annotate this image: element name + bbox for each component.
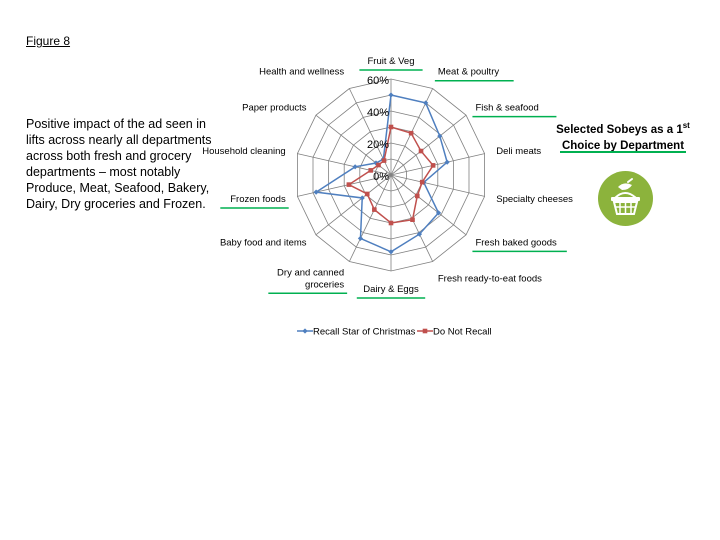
- series-1-point-5: [414, 193, 420, 199]
- category-label-0: Fruit & Veg: [368, 56, 415, 67]
- figure-label: Figure 8: [26, 34, 71, 48]
- grid-spoke-2: [390, 114, 467, 176]
- grid-spoke-4: [390, 174, 485, 197]
- category-label-3: Deli meats: [496, 146, 541, 157]
- category-label-1: Meat & poultry: [438, 67, 499, 78]
- side-title-line1: Selected Sobeys as a 1: [556, 123, 683, 136]
- series-0-point-7: [388, 249, 394, 255]
- grid-spoke-9: [315, 174, 392, 236]
- series-0-point-8: [357, 235, 364, 242]
- series-1-point-3: [430, 163, 436, 168]
- grid-spoke-10: [297, 174, 392, 197]
- series-1-point-12: [376, 162, 381, 168]
- series-1-point-11: [368, 168, 374, 173]
- legend-marker-1: [422, 328, 428, 334]
- series-0-point-0: [388, 92, 394, 98]
- series-1-point-0: [388, 124, 394, 130]
- series-0-point-11: [352, 164, 358, 170]
- series-1-point-8: [372, 207, 377, 212]
- series-0-point-5: [435, 210, 442, 216]
- category-label-5: Fresh baked goods: [475, 237, 557, 248]
- side-title-line2: Choice by Department: [561, 139, 685, 152]
- grid-spoke-5: [390, 174, 467, 236]
- series-0-point-1: [423, 100, 429, 106]
- category-label-13: Health and wellness: [259, 67, 344, 78]
- series-1-point-1: [408, 130, 414, 136]
- series-1-point-4: [419, 179, 425, 185]
- category-label-2: Fish & seafood: [475, 103, 538, 114]
- radar-legend: Recall Star of Christmas Do Not Recall: [297, 327, 492, 338]
- series-1-point-10: [346, 182, 352, 187]
- series-1-point-13: [381, 158, 387, 163]
- tick-label-2: 40%: [367, 107, 389, 119]
- basket-with-produce-icon: [598, 171, 653, 226]
- series-0-point-6: [416, 231, 423, 237]
- category-label-11: Household cleaning: [202, 146, 285, 157]
- series-1-point-2: [418, 148, 424, 154]
- legend-marker-0: [302, 328, 308, 334]
- category-label-4: Specialty cheeses: [496, 194, 573, 205]
- legend-label-0: Recall Star of Christmas: [313, 327, 416, 338]
- basket-glyph: [611, 178, 640, 215]
- radar-ticks: 0% 20% 40% 60%: [367, 75, 389, 183]
- radar-grid: [297, 78, 485, 272]
- series-1-point-6: [410, 217, 415, 222]
- description-text: Positive impact of the ad seen in lifts …: [26, 117, 212, 211]
- series-1-point-7: [388, 220, 394, 226]
- series-0-point-9: [359, 195, 365, 201]
- tick-label-0: 0%: [373, 171, 389, 183]
- category-label-10: Frozen foods: [230, 194, 286, 205]
- side-title-underline: [560, 151, 686, 153]
- side-title-sup: st: [682, 121, 690, 130]
- radar-series: [313, 92, 450, 255]
- grid-spoke-8: [348, 174, 392, 262]
- category-label-6: Fresh ready-to-eat foods: [438, 273, 542, 284]
- tick-label-3: 60%: [367, 75, 389, 87]
- series-0-point-10: [313, 189, 319, 195]
- grid-spoke-3: [390, 153, 485, 176]
- category-label-7: Dairy & Eggs: [363, 284, 419, 295]
- grid-spoke-11: [297, 153, 392, 176]
- series-1-point-9: [364, 191, 370, 197]
- category-label-12: Paper products: [242, 103, 307, 114]
- category-label-9: Baby food and items: [220, 237, 307, 248]
- series-0-point-3: [444, 159, 450, 165]
- legend-label-1: Do Not Recall: [433, 327, 492, 338]
- tick-label-1: 20%: [367, 139, 389, 151]
- side-title: Selected Sobeys as a 1st Choice by Depar…: [548, 118, 698, 154]
- series-0-point-2: [437, 133, 443, 139]
